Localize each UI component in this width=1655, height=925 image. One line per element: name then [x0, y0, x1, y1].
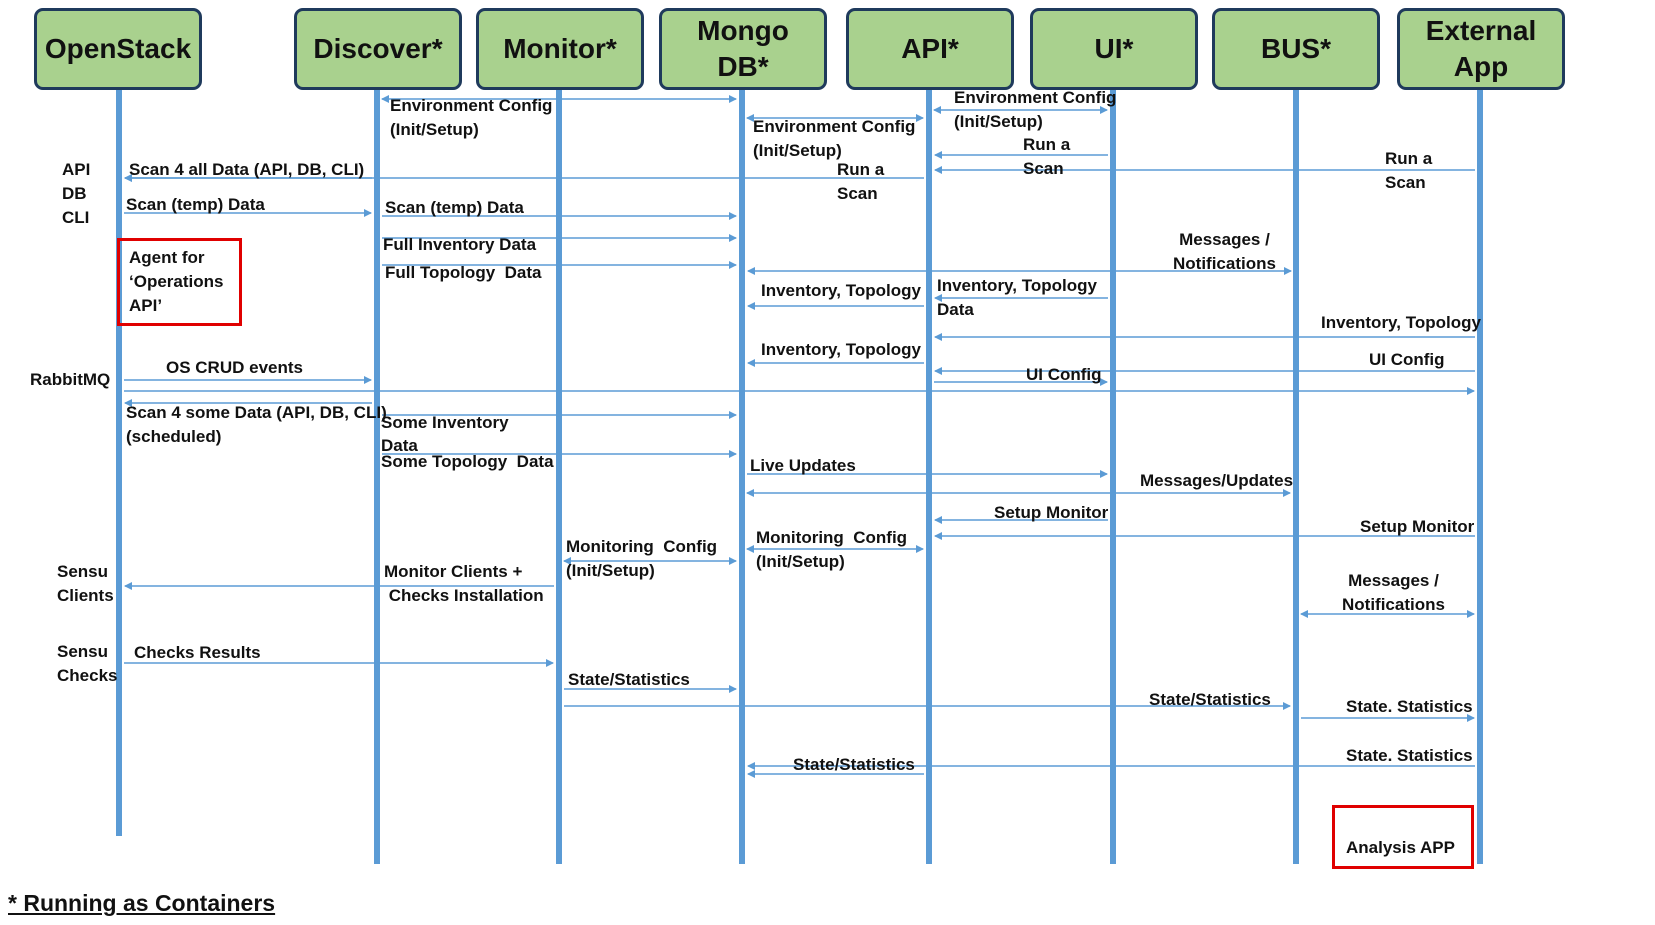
- actor-monitor: Monitor*: [476, 8, 644, 90]
- msg-label: Scan 4 all Data (API, DB, CLI): [129, 160, 365, 179]
- msg-label: Full Inventory Data: [383, 235, 537, 254]
- lifeline-ui: [1110, 88, 1116, 864]
- actor-bus: BUS*: [1212, 8, 1380, 90]
- msg-label: Inventory, Topology: [1321, 313, 1481, 332]
- msg-label: Monitoring Config (Init/Setup): [566, 537, 718, 580]
- note-analysis-app-label: Analysis APP: [1346, 838, 1455, 857]
- side-label-api-db-cli: API DB CLI: [62, 160, 91, 227]
- msg-label: Environment Config (Init/Setup): [390, 96, 553, 139]
- msg-label: Run a Scan: [1385, 149, 1433, 192]
- msg-label: Checks Results: [134, 643, 261, 662]
- actor-api: API*: [846, 8, 1014, 90]
- lifeline-api: [926, 88, 932, 864]
- msg-label: State/Statistics: [793, 755, 915, 774]
- msg-label: Monitoring Config (Init/Setup): [756, 528, 908, 571]
- msg-label: Scan (temp) Data: [126, 195, 265, 214]
- msg-label: State/Statistics: [568, 670, 690, 689]
- msg-label: Full Topology Data: [385, 263, 542, 282]
- msg-label: Inventory, Topology Data: [937, 276, 1097, 319]
- msg-label: Run a Scan: [1023, 135, 1071, 178]
- msg-label: State. Statistics: [1346, 746, 1473, 765]
- msg-label: State/Statistics: [1149, 690, 1271, 709]
- side-label-sensu-clients: Sensu Clients: [57, 562, 114, 605]
- lifeline-mongodb: [739, 88, 745, 864]
- msg-label: Monitor Clients + Checks Installation: [384, 562, 544, 605]
- msg-label: Scan 4 some Data (API, DB, CLI) (schedul…: [126, 403, 387, 446]
- lifeline-monitor: [556, 88, 562, 864]
- msg-label: UI Config: [1369, 350, 1445, 369]
- msg-label: Inventory, Topology: [761, 281, 921, 300]
- lifeline-openstack: [116, 88, 122, 836]
- note-agent-label: Agent for ‘Operations API’: [129, 248, 224, 315]
- msg-label: Live Updates: [750, 456, 856, 475]
- msg-label: Some Inventory Data: [381, 413, 509, 455]
- msg-label: Messages / Notifications: [1173, 230, 1276, 273]
- msg-label: Inventory, Topology: [761, 340, 921, 359]
- lifeline-external: [1477, 88, 1483, 864]
- side-label-rabbitmq: RabbitMQ: [30, 370, 111, 389]
- msg-label: OS CRUD events: [166, 358, 303, 377]
- msg-label: Messages/Updates: [1140, 471, 1294, 490]
- actor-discover: Discover*: [294, 8, 462, 90]
- side-label-sensu-checks: Sensu Checks: [57, 642, 118, 685]
- msg-label: State. Statistics: [1346, 697, 1473, 716]
- actor-ui: UI*: [1030, 8, 1198, 90]
- msg-label: Environment Config (Init/Setup): [753, 117, 916, 160]
- msg-label: Scan (temp) Data: [385, 198, 524, 217]
- msg-label: Messages / Notifications: [1342, 571, 1445, 614]
- msg-label: Some Topology Data: [381, 452, 554, 471]
- msg-label: Environment Config (Init/Setup): [954, 88, 1117, 131]
- actor-mongodb: Mongo DB*: [659, 8, 827, 90]
- msg-label: Setup Monitor: [994, 503, 1109, 522]
- msg-label: Run a Scan: [837, 160, 885, 203]
- actor-openstack: OpenStack: [34, 8, 202, 90]
- msg-label: UI Config: [1026, 365, 1102, 384]
- note-agent-for-operations-api: [117, 238, 242, 326]
- msg-label: Setup Monitor: [1360, 517, 1475, 536]
- footnote: * Running as Containers: [8, 890, 276, 916]
- lifeline-discover: [374, 88, 380, 864]
- lifeline-bus: [1293, 88, 1299, 864]
- actor-external-app: External App: [1397, 8, 1565, 90]
- note-analysis-app: [1332, 805, 1474, 869]
